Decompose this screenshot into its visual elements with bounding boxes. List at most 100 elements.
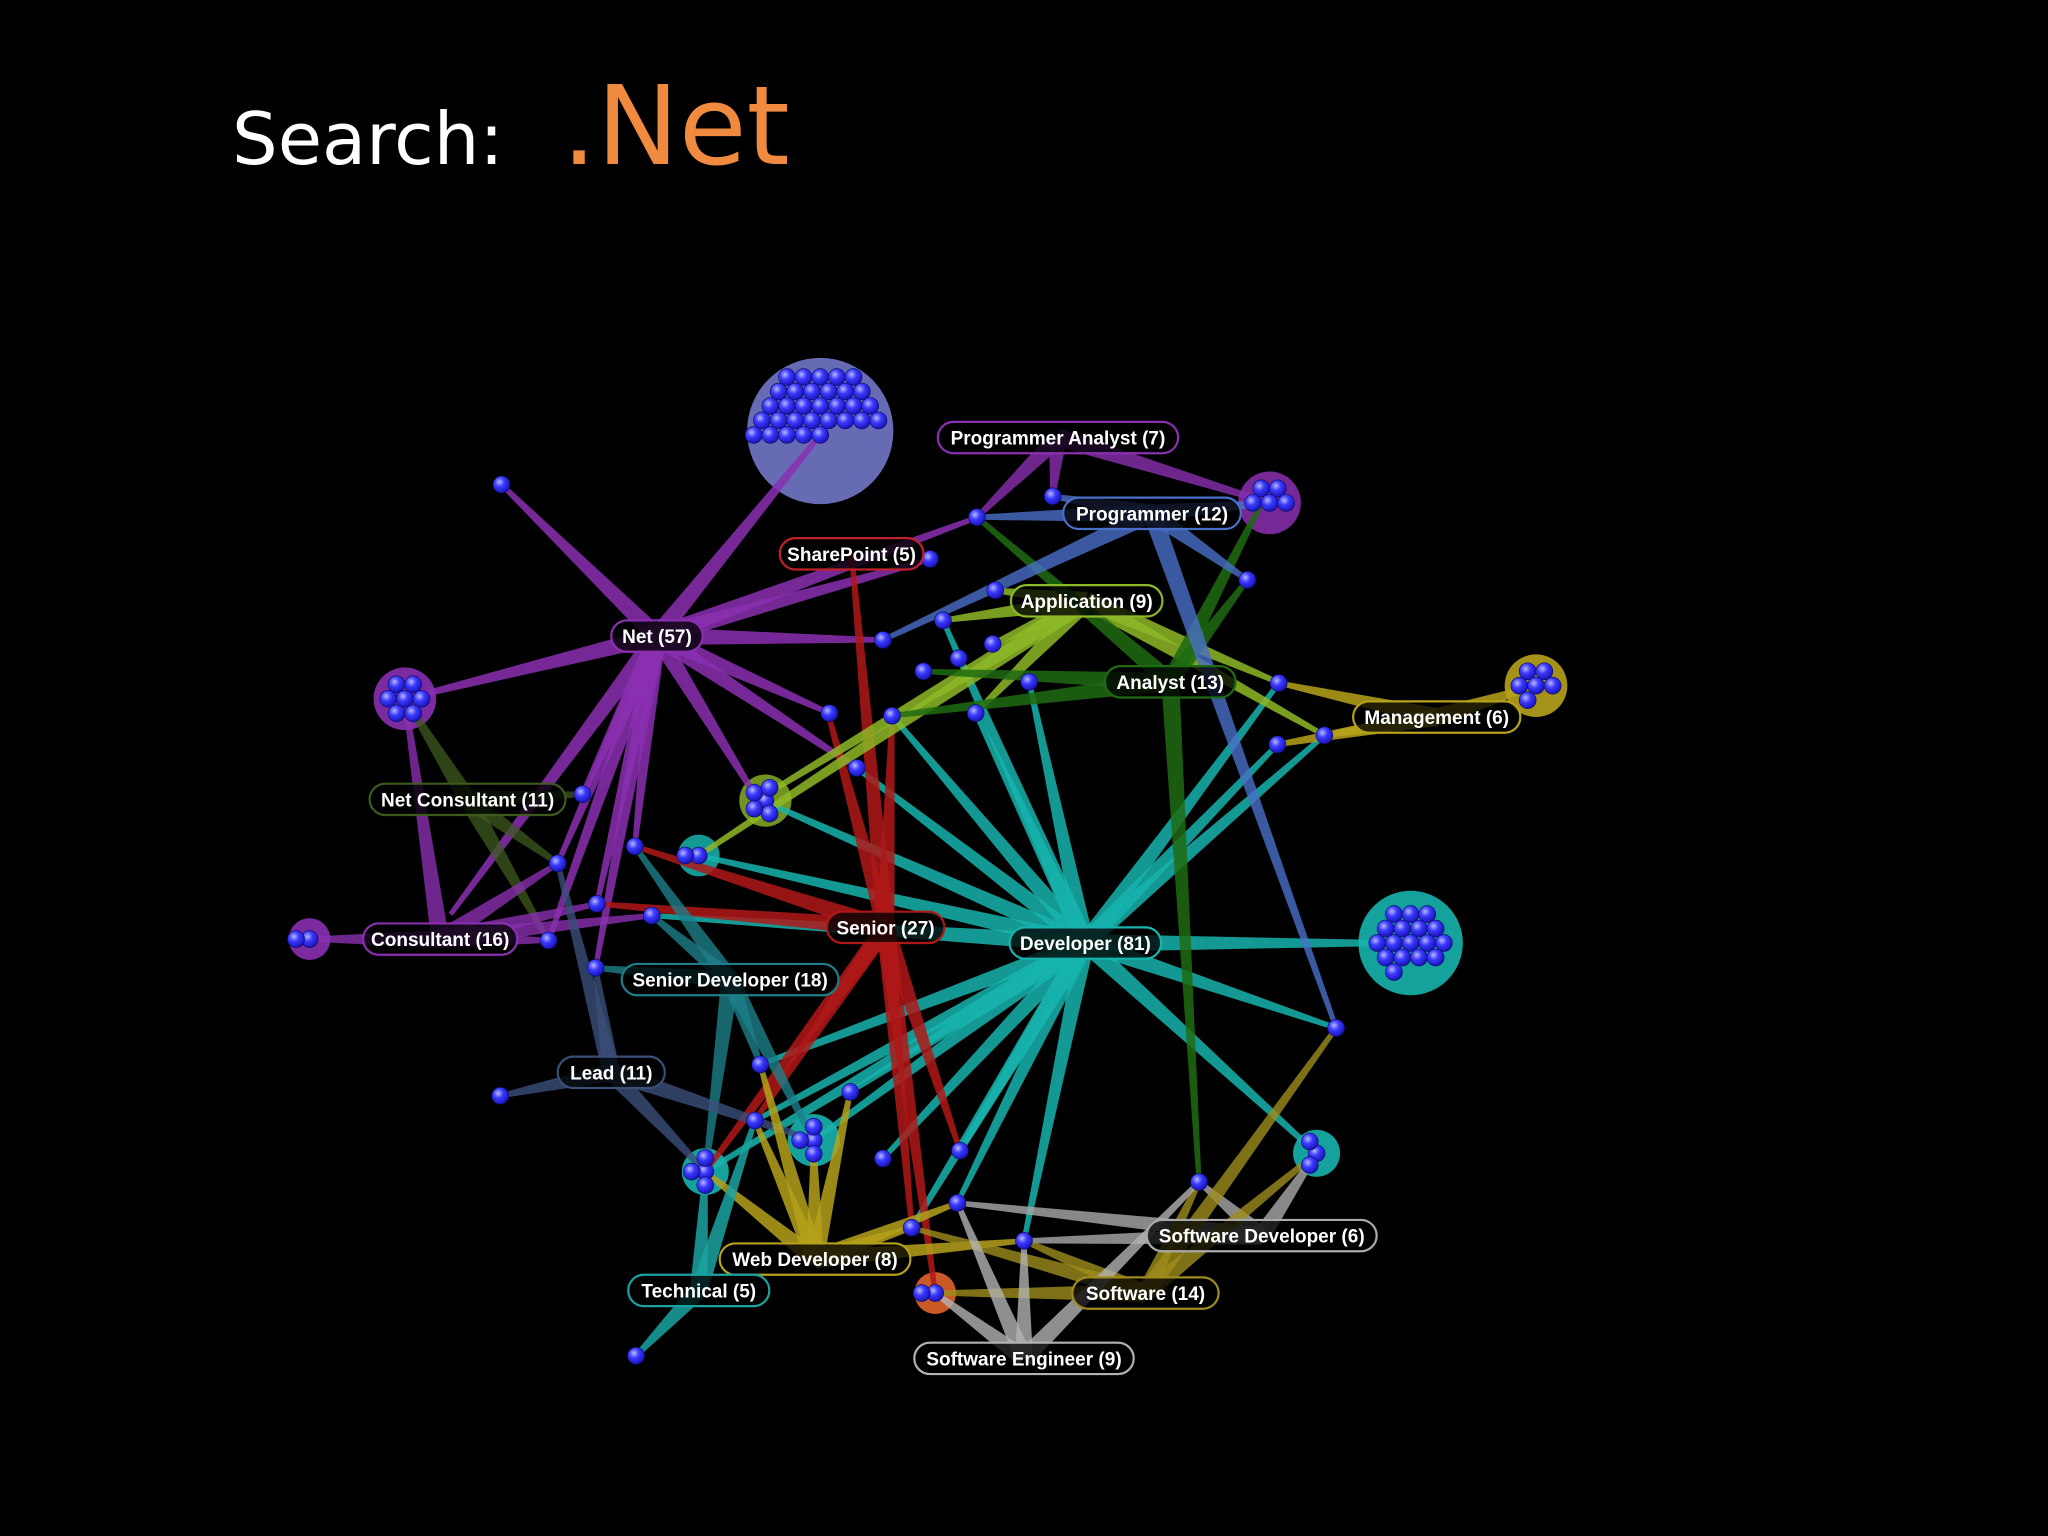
graph-node[interactable] xyxy=(861,397,879,415)
graph-node[interactable] xyxy=(778,426,796,444)
graph-node[interactable] xyxy=(786,411,805,430)
graph-node[interactable] xyxy=(1418,934,1437,952)
graph-node[interactable] xyxy=(820,704,839,722)
graph-node[interactable] xyxy=(1368,934,1387,952)
graph-node[interactable] xyxy=(1535,662,1554,681)
cluster-label-net[interactable]: Net (57) xyxy=(610,619,704,653)
graph-node[interactable] xyxy=(1244,494,1262,512)
graph-node[interactable] xyxy=(883,706,901,725)
graph-node[interactable] xyxy=(751,1055,769,1074)
graph-node[interactable] xyxy=(811,368,830,386)
graph-node[interactable] xyxy=(902,1218,921,1237)
graph-node[interactable] xyxy=(1543,676,1562,695)
graph-node[interactable] xyxy=(828,397,846,415)
graph-node[interactable] xyxy=(778,397,796,415)
graph-node[interactable] xyxy=(696,1149,715,1167)
graph-node[interactable] xyxy=(1510,676,1529,695)
graph-node[interactable] xyxy=(1043,487,1062,506)
graph-node[interactable] xyxy=(1260,494,1279,512)
graph-node[interactable] xyxy=(786,382,805,401)
graph-node[interactable] xyxy=(642,906,661,925)
graph-node[interactable] xyxy=(676,846,694,865)
graph-node[interactable] xyxy=(794,397,813,415)
graph-node[interactable] xyxy=(1385,905,1403,923)
graph-node[interactable] xyxy=(794,426,813,444)
graph-node[interactable] xyxy=(1300,1156,1319,1174)
cluster-label-application[interactable]: Application (9) xyxy=(1009,584,1164,618)
graph-node[interactable] xyxy=(1315,726,1334,745)
graph-node[interactable] xyxy=(769,411,788,430)
graph-node[interactable] xyxy=(836,382,854,401)
cluster-label-web-developer[interactable]: Web Developer (8) xyxy=(718,1242,912,1276)
graph-node[interactable] xyxy=(1426,919,1445,938)
graph-node[interactable] xyxy=(804,1117,823,1136)
cluster-label-senior-developer[interactable]: Senior Developer (18) xyxy=(620,962,840,997)
graph-node[interactable] xyxy=(914,662,933,681)
graph-node[interactable] xyxy=(819,382,838,401)
graph-node[interactable] xyxy=(853,411,871,430)
graph-node[interactable] xyxy=(949,649,968,668)
graph-node[interactable] xyxy=(746,1111,764,1130)
graph-node[interactable] xyxy=(682,1162,701,1181)
cluster-label-consultant[interactable]: Consultant (16) xyxy=(362,922,519,956)
graph-node[interactable] xyxy=(1376,948,1395,967)
graph-node[interactable] xyxy=(387,704,406,723)
graph-node[interactable] xyxy=(573,785,592,803)
graph-node[interactable] xyxy=(874,1149,892,1168)
graph-node[interactable] xyxy=(1401,905,1420,923)
cluster-label-sharepoint[interactable]: SharePoint (5) xyxy=(778,537,925,571)
graph-node[interactable] xyxy=(1385,963,1403,981)
graph-node[interactable] xyxy=(819,411,838,430)
graph-node[interactable] xyxy=(745,799,764,818)
cluster-label-programmer[interactable]: Programmer (12) xyxy=(1062,496,1242,531)
graph-node[interactable] xyxy=(1268,735,1287,754)
graph-node[interactable] xyxy=(548,854,567,873)
graph-node[interactable] xyxy=(745,783,764,802)
graph-node[interactable] xyxy=(1435,934,1453,952)
graph-node[interactable] xyxy=(1393,919,1412,938)
graph-node[interactable] xyxy=(492,475,511,494)
graph-node[interactable] xyxy=(841,1083,860,1101)
graph-node[interactable] xyxy=(778,368,796,386)
graph-node[interactable] xyxy=(1252,479,1271,498)
graph-node[interactable] xyxy=(412,689,431,708)
graph-node[interactable] xyxy=(491,1087,510,1105)
graph-node[interactable] xyxy=(753,411,771,430)
cluster-label-developer[interactable]: Developer (81) xyxy=(1008,926,1163,960)
graph-node[interactable] xyxy=(760,804,779,823)
graph-node[interactable] xyxy=(1238,571,1257,589)
graph-node[interactable] xyxy=(791,1131,809,1150)
graph-node[interactable] xyxy=(744,426,763,444)
graph-node[interactable] xyxy=(1190,1173,1208,1191)
graph-node[interactable] xyxy=(1300,1132,1319,1151)
graph-node[interactable] xyxy=(1269,479,1287,498)
graph-node[interactable] xyxy=(828,368,846,386)
graph-node[interactable] xyxy=(986,581,1005,600)
graph-node[interactable] xyxy=(848,759,866,777)
graph-node[interactable] xyxy=(1393,948,1412,967)
graph-node[interactable] xyxy=(1410,919,1428,938)
graph-node[interactable] xyxy=(1376,919,1395,938)
graph-node[interactable] xyxy=(1527,676,1545,695)
graph-node[interactable] xyxy=(844,368,863,386)
graph-node[interactable] xyxy=(379,689,398,708)
graph-node[interactable] xyxy=(396,689,414,708)
graph-node[interactable] xyxy=(761,426,780,444)
graph-node[interactable] xyxy=(983,635,1002,653)
graph-node[interactable] xyxy=(588,895,606,913)
graph-node[interactable] xyxy=(696,1176,715,1194)
graph-node[interactable] xyxy=(869,411,888,430)
cluster-label-technical[interactable]: Technical (5) xyxy=(627,1273,771,1308)
graph-node[interactable] xyxy=(912,1284,931,1302)
graph-node[interactable] xyxy=(1418,905,1437,923)
graph-node[interactable] xyxy=(760,778,779,797)
graph-node[interactable] xyxy=(968,508,986,527)
graph-node[interactable] xyxy=(1015,1232,1033,1250)
cluster-label-management[interactable]: Management (6) xyxy=(1352,700,1522,734)
graph-node[interactable] xyxy=(1327,1019,1345,1037)
cluster-label-software-engineer[interactable]: Software Engineer (9) xyxy=(913,1341,1135,1376)
graph-node[interactable] xyxy=(539,931,558,950)
graph-node[interactable] xyxy=(836,411,854,430)
graph-node[interactable] xyxy=(811,426,830,444)
cluster-label-analyst[interactable]: Analyst (13) xyxy=(1103,665,1237,699)
